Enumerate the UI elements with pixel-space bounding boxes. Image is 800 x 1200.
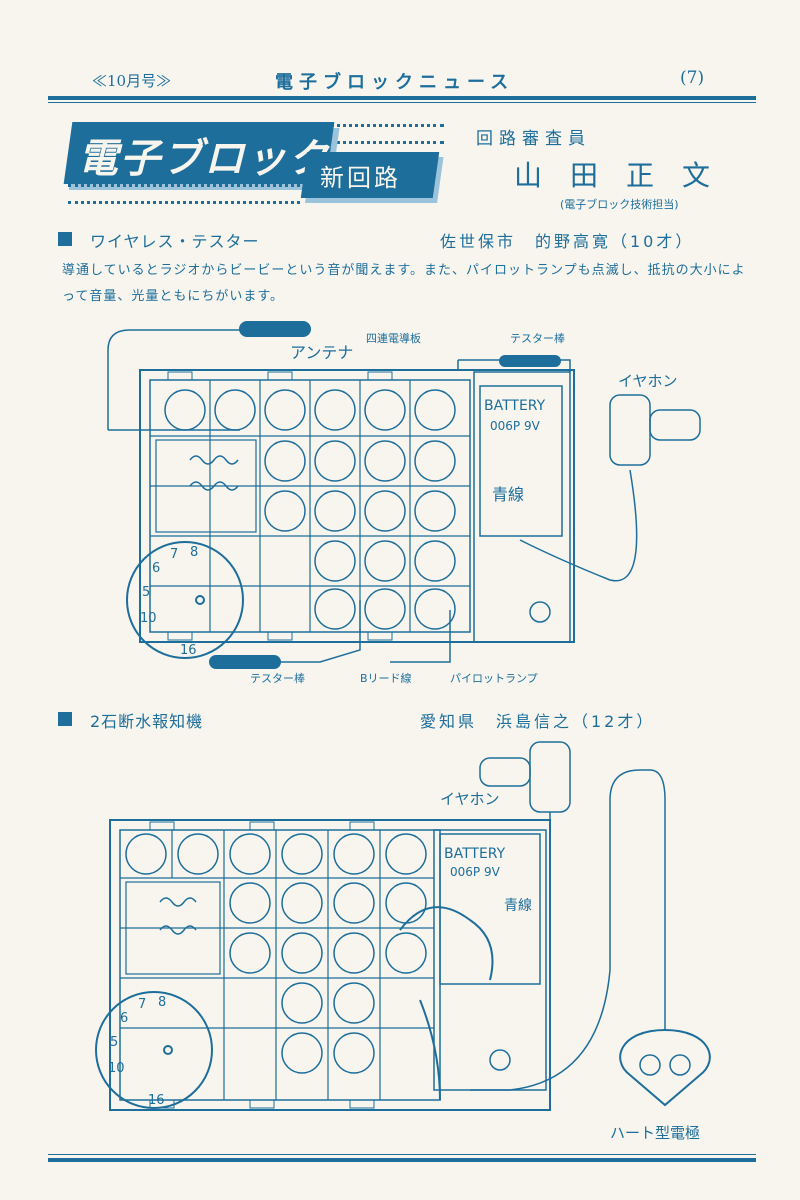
tester-rod-right — [499, 355, 561, 367]
tester-lead-bottom — [260, 600, 361, 663]
block-symbols — [125, 833, 427, 1074]
footer-rule — [48, 1158, 756, 1162]
coil-block — [125, 881, 221, 975]
new-circuit-badge-text: 新回路 — [320, 164, 401, 192]
earphone-body — [609, 394, 651, 466]
dial-number: 7 — [138, 997, 146, 1012]
dial-number: 16 — [180, 643, 197, 658]
dial-number: 6 — [152, 561, 160, 576]
logo-text: 電子ブロック — [78, 136, 330, 182]
battery-box — [439, 833, 541, 985]
tester-rod-top — [239, 321, 311, 337]
hatched-frame — [149, 821, 375, 1109]
b-lead-label: Bリード線 — [360, 671, 412, 685]
tuning-dial — [126, 541, 244, 659]
newsletter-title: 電子ブロックニュース — [275, 72, 515, 93]
section1-title: ワイヤレス・テスター — [90, 232, 260, 251]
section1-author: 佐世保市 的野高寛（10才） — [440, 232, 695, 251]
section2-bullet — [58, 712, 72, 726]
battery-model-label: 006P 9V — [490, 419, 541, 433]
reviewer-name: 山田正文 — [514, 159, 739, 192]
heart-electrode-label: ハート型電極 — [610, 1124, 700, 1142]
board-outline — [139, 369, 575, 643]
tester-rod-bottom — [209, 655, 281, 669]
dial-numbers: 5 6 7 8 10 16 — [108, 995, 166, 1108]
antenna-label: アンテナ — [290, 343, 353, 362]
electrode-cord — [470, 769, 666, 1091]
reviewer-role: 回路審査員 — [476, 129, 591, 149]
earphone-jack — [489, 1049, 511, 1071]
pilot-lamp-label: パイロットランプ — [450, 672, 538, 685]
reviewer-affiliation: (電子ブロック技術担当) — [560, 198, 679, 211]
earphone-cord — [519, 469, 638, 582]
blue-wire — [399, 906, 494, 981]
section2-author: 愛知県 浜島信之（12才） — [420, 712, 656, 731]
tester-rod-top-label: テスター棒 — [510, 331, 565, 345]
battery-label: BATTERY — [484, 398, 546, 414]
section1-bullet — [58, 232, 72, 246]
section2-title: 2石断水報知機 — [90, 712, 204, 731]
earphone-body — [529, 741, 571, 813]
dial-number: 10 — [140, 611, 157, 626]
header-rule — [48, 96, 756, 100]
footer-rule-thin — [48, 1154, 756, 1155]
battery-case — [473, 371, 571, 643]
heart-electrode — [619, 1028, 711, 1107]
dial-number: 10 — [108, 1061, 125, 1076]
dial-number: 7 — [170, 547, 178, 562]
dial-number: 16 — [148, 1093, 165, 1108]
plate-label: 四連電導板 — [366, 331, 421, 345]
battery-label: BATTERY — [444, 846, 506, 862]
block-grid — [150, 380, 470, 632]
dial-numbers: 5 6 7 8 10 16 — [140, 545, 198, 658]
issue-label: ≪10月号≫ — [92, 72, 172, 90]
section1-description: 導通しているとラジオからビービーという音が聞えます。また、パイロットランプも点滅… — [62, 263, 746, 304]
dial-number: 8 — [158, 995, 166, 1010]
battery-model-label: 006P 9V — [450, 865, 501, 879]
blue-wire-label: 青線 — [504, 898, 532, 914]
chain-decoration-bottom — [68, 184, 300, 204]
earphone-label: イヤホン — [618, 372, 678, 390]
water-outage-alarm-diagram: イヤホン BATTERY 006P 9V 青線 ハート型電極 5 6 7 8 1… — [95, 741, 711, 1142]
page-number: (7) — [680, 68, 705, 88]
block-grid — [120, 830, 434, 1100]
hatched-frame — [167, 371, 393, 641]
battery-box — [479, 385, 563, 537]
tester-lead-top — [107, 329, 240, 430]
dial-number: 8 — [190, 545, 198, 560]
dial-number: 6 — [120, 1011, 128, 1026]
earphone-label: イヤホン — [440, 790, 500, 808]
board-outline — [109, 819, 551, 1111]
tuning-dial — [95, 991, 213, 1109]
tester-lead-right — [457, 359, 571, 372]
earphone-jack — [529, 601, 551, 623]
block-symbols — [164, 389, 456, 630]
dial-number: 5 — [142, 585, 150, 600]
block-grid-area — [119, 829, 441, 1101]
tester-rod-bottom-label: テスター棒 — [250, 671, 305, 685]
wireless-tester-diagram: アンテナ 四連電導板 テスター棒 イヤホン BATTERY 006P 9V 青線… — [107, 321, 701, 685]
coil-block — [155, 439, 257, 533]
header-rule-thin — [48, 102, 756, 103]
dial-number: 5 — [110, 1035, 118, 1050]
blue-wire-label: 青線 — [492, 485, 524, 504]
chain-decoration-top — [324, 124, 444, 144]
